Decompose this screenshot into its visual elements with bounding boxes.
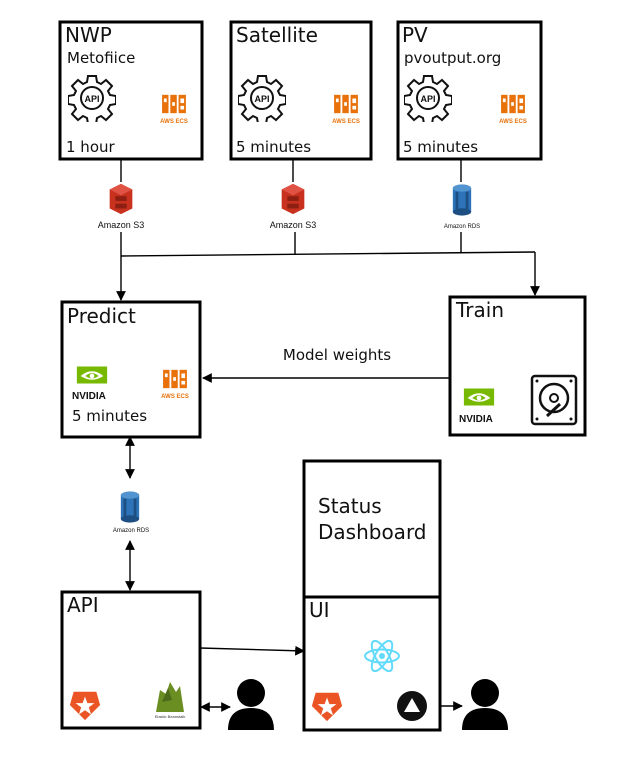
ui-box: UI bbox=[302, 595, 442, 732]
api-title: API bbox=[67, 593, 99, 617]
aws-ecs-icon: AWS ECS bbox=[160, 94, 188, 125]
aws-ecs-label: AWS ECS bbox=[160, 119, 188, 125]
api-box: API Elastic Beanstalk bbox=[60, 590, 202, 730]
data-bus-line bbox=[120, 251, 536, 257]
api-to-ui-arrow bbox=[199, 645, 305, 656]
nvidia-icon: NVIDIA bbox=[72, 366, 108, 402]
amazon-rds-label: Amazon RDS bbox=[113, 528, 149, 534]
hard-drive-icon bbox=[530, 374, 578, 426]
aws-ecs-icon: AWS ECS bbox=[161, 369, 189, 400]
nvidia-label: NVIDIA bbox=[459, 414, 493, 425]
api-gear-label: API bbox=[420, 94, 435, 104]
api-gear-label: API bbox=[254, 94, 269, 104]
aws-ecs-label: AWS ECS bbox=[499, 119, 527, 125]
satellite-box: Satellite API AWS ECS 5 minutes bbox=[229, 20, 373, 161]
train-title: Train bbox=[455, 298, 504, 322]
pv-box: PV pvoutput.org API AWS ECS 5 minutes bbox=[396, 20, 543, 161]
ui-title: UI bbox=[309, 598, 330, 622]
pv-box-frame bbox=[396, 20, 543, 161]
react-icon bbox=[364, 639, 400, 673]
pv-title: PV bbox=[402, 23, 428, 47]
predict-title: Predict bbox=[67, 304, 136, 328]
status-title-line2: Dashboard bbox=[318, 520, 427, 544]
pv-frequency: 5 minutes bbox=[403, 138, 478, 156]
aws-ecs-label: AWS ECS bbox=[332, 119, 360, 125]
api-gear-icon: API bbox=[238, 75, 286, 122]
amazon-s3-icon: Amazon S3 bbox=[98, 183, 145, 230]
amazon-rds-icon: Amazon RDS bbox=[113, 491, 149, 534]
nwp-title: NWP bbox=[65, 23, 112, 47]
amazon-s3-label: Amazon S3 bbox=[98, 220, 145, 230]
amazon-rds-label: Amazon RDS bbox=[444, 224, 480, 230]
nwp-box: NWP Metofiice API AWS ECS 1 hour bbox=[58, 20, 204, 161]
predict-box: Predict NVIDIA AWS ECS 5 minutes bbox=[60, 300, 202, 439]
model-weights-label: Model weights bbox=[283, 346, 391, 364]
api-gear-icon: API bbox=[68, 75, 116, 122]
nvidia-icon: NVIDIA bbox=[459, 388, 495, 425]
amazon-rds-icon: Amazon RDS bbox=[444, 184, 480, 230]
satellite-frequency: 5 minutes bbox=[236, 138, 311, 156]
predict-frequency: 5 minutes bbox=[72, 407, 147, 425]
nwp-subtitle: Metofiice bbox=[67, 49, 135, 67]
satellite-title: Satellite bbox=[236, 23, 318, 47]
user-icon bbox=[228, 679, 274, 730]
aws-ecs-label: AWS ECS bbox=[161, 394, 189, 400]
status-dashboard-box: Status Dashboard bbox=[302, 459, 442, 599]
status-title-line1: Status bbox=[318, 494, 382, 518]
elastic-beanstalk-label: Elastic Beanstalk bbox=[155, 714, 185, 719]
nwp-frequency: 1 hour bbox=[66, 138, 116, 156]
user-icon bbox=[462, 679, 508, 730]
aws-ecs-icon: AWS ECS bbox=[499, 94, 527, 125]
amazon-s3-icon: Amazon S3 bbox=[270, 183, 317, 230]
nvidia-label: NVIDIA bbox=[72, 391, 106, 402]
aws-ecs-icon: AWS ECS bbox=[332, 94, 360, 125]
vercel-icon bbox=[397, 691, 427, 721]
pv-subtitle: pvoutput.org bbox=[404, 49, 501, 67]
api-gear-label: API bbox=[84, 94, 99, 104]
api-gear-icon: API bbox=[404, 75, 452, 122]
status-dashboard-frame bbox=[302, 459, 442, 599]
train-box: Train NVIDIA bbox=[448, 295, 587, 437]
elastic-beanstalk-icon: Elastic Beanstalk bbox=[155, 682, 185, 719]
amazon-s3-label: Amazon S3 bbox=[270, 220, 317, 230]
